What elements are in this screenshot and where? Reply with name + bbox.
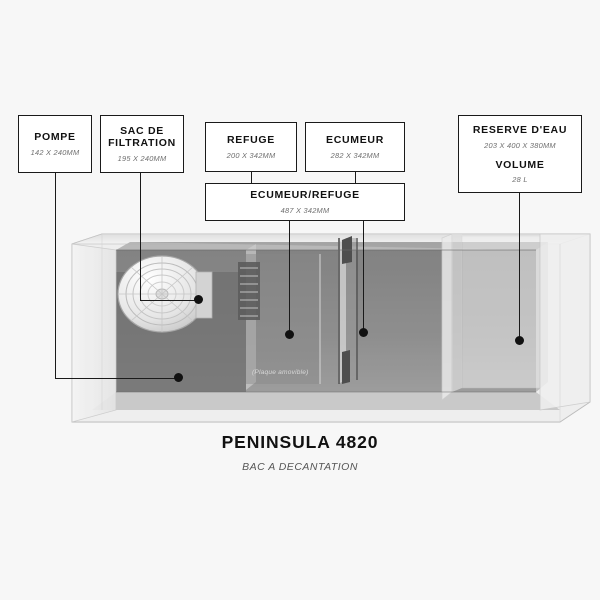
callout-refuge[interactable]: REFUGE 200 X 342MM: [205, 122, 297, 172]
diagram-caption: PENINSULA 4820 BAC A DECANTATION: [0, 432, 600, 473]
callout-reserve-volume-value: 28 L: [512, 174, 528, 184]
leader-sac-vertical: [140, 173, 141, 300]
leader-dot-ecumeur: [359, 328, 368, 337]
callout-refuge-dimensions: 200 X 342MM: [226, 150, 276, 160]
leader-refuge-vertical-2: [289, 221, 290, 335]
plaque-amovible-note: (Plaque amovible): [252, 369, 309, 376]
callout-pompe[interactable]: POMPE 142 X 240MM: [18, 115, 92, 173]
leader-refuge-vertical: [251, 172, 252, 183]
callout-ecumeur-title: ECUMEUR: [326, 133, 384, 146]
callout-reserve-volume-label: VOLUME: [495, 158, 545, 171]
leader-pompe-horizontal: [55, 378, 180, 379]
leader-ecumeur-vertical: [355, 172, 356, 183]
callout-ecumeur-refuge[interactable]: ECUMEUR/REFUGE 487 X 342MM: [205, 183, 405, 221]
callout-pompe-title: POMPE: [34, 130, 76, 143]
sump-tank-illustration: [71, 233, 591, 423]
callout-ecumeur-dimensions: 282 X 342MM: [330, 150, 380, 160]
leader-reserve-vertical: [519, 193, 520, 341]
leader-dot-reserve: [515, 336, 524, 345]
caption-title: PENINSULA 4820: [221, 432, 379, 452]
callout-sac-title-line2: FILTRATION: [108, 137, 176, 150]
callout-reserve-title: RESERVE D'EAU: [472, 123, 568, 136]
callout-sac-de-filtration[interactable]: SAC DE FILTRATION 195 X 240MM: [100, 115, 184, 173]
callout-ecumeur-refuge-title: ECUMEUR/REFUGE: [250, 188, 360, 201]
leader-dot-refuge: [285, 330, 294, 339]
callout-sac-dimensions: 195 X 240MM: [117, 154, 167, 164]
caption-subtitle: BAC A DECANTATION: [242, 461, 358, 473]
callout-pompe-dimensions: 142 X 240MM: [30, 147, 80, 157]
callout-reserve-dimensions: 203 X 400 X 380MM: [484, 140, 556, 150]
callout-ecumeur[interactable]: ECUMEUR 282 X 342MM: [305, 122, 405, 172]
callout-reserve-eau[interactable]: RESERVE D'EAU 203 X 400 X 380MM VOLUME 2…: [458, 115, 582, 193]
leader-sac-horizontal: [140, 300, 198, 301]
callout-ecumeur-refuge-dimensions: 487 X 342MM: [280, 205, 330, 215]
leader-ecumeur-vertical-2: [363, 221, 364, 333]
callout-refuge-title: REFUGE: [227, 133, 275, 146]
leader-dot-sac: [194, 295, 203, 304]
leader-dot-pompe: [174, 373, 183, 382]
leader-pompe-vertical: [55, 173, 56, 378]
callout-sac-title-line1: SAC DE: [120, 124, 164, 137]
